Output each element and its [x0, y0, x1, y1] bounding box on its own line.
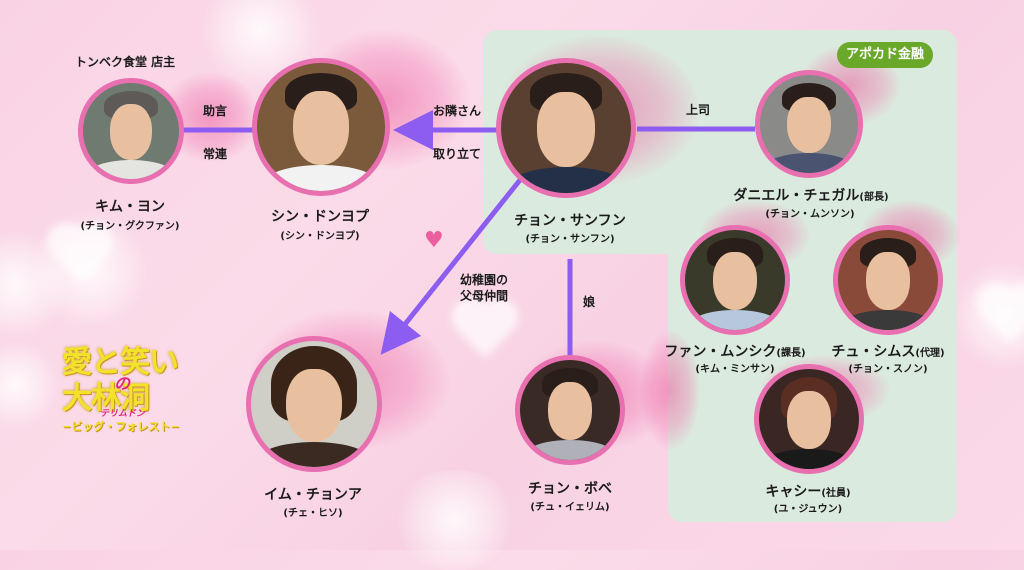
cheon-bobe-actor: (チュ・イェリム) — [530, 502, 610, 513]
portrait-face — [109, 104, 153, 160]
portrait-face — [548, 382, 592, 440]
portrait-shirt — [263, 165, 379, 191]
chu-shimsu-name: チュ・シムス(代理) — [831, 341, 944, 361]
fan-munshik-name-text: ファン・ムンシク — [664, 344, 777, 360]
logo-subtitle: −ビッグ・フォレスト− — [62, 420, 180, 433]
bokeh-light — [390, 470, 520, 570]
relation-collection: 取り立て — [433, 147, 482, 161]
cathy-portrait[interactable] — [754, 364, 864, 474]
kim-yong-portrait[interactable] — [78, 78, 184, 184]
portrait-face — [286, 368, 342, 442]
chu-shimsu-actor: (チョン・スノン) — [848, 364, 928, 375]
cathy-name-text: キャシー — [765, 484, 822, 500]
daniel-title: (部長) — [859, 192, 889, 203]
fan-munshik-portrait[interactable] — [680, 225, 790, 335]
kim-yong-role: トンベク食堂 店主 — [75, 55, 176, 69]
background-heart-icon — [450, 300, 520, 370]
kim-yong-name: キム・ヨン — [95, 199, 165, 215]
portrait-face — [537, 91, 595, 167]
im-jeonga-name: イム・チョンア — [264, 487, 362, 503]
logo-line1: 愛と笑い — [62, 345, 179, 380]
chu-shimsu-name-text: チュ・シムス — [831, 344, 916, 360]
cathy-name: キャシー(社員) — [765, 481, 850, 501]
bokeh-light — [0, 340, 60, 430]
cathy-title: (社員) — [821, 488, 851, 499]
relation-advice: 助言 — [203, 104, 228, 118]
portrait-face — [787, 96, 831, 154]
company-badge: アポカド金融 — [837, 42, 934, 68]
im-jeonga-actor: (チェ・ヒソ) — [283, 508, 343, 519]
fan-munshik-actor: (キム・ミンサン) — [695, 364, 775, 375]
fan-munshik-title: (課長) — [776, 348, 806, 359]
chu-shimsu-portrait[interactable] — [833, 225, 943, 335]
relation-kindergarten-line2: 父母仲間 — [460, 289, 509, 303]
portrait-shirt — [843, 310, 933, 330]
daniel-portrait[interactable] — [755, 70, 863, 178]
portrait-face — [713, 252, 757, 310]
portrait-shirt — [257, 441, 371, 467]
chu-shimsu-title: (代理) — [915, 348, 945, 359]
portrait-face — [866, 252, 910, 310]
daniel-actor: (チョン・ムンソン) — [765, 209, 855, 220]
portrait-shirt — [507, 167, 625, 193]
relation-kindergarten-parents: 幼稚園の 父母仲間 — [460, 272, 508, 304]
cheon-sanfun-portrait[interactable] — [496, 58, 636, 198]
portrait-face — [787, 391, 831, 449]
cheon-sanfun-actor: (チョン・サンフン) — [525, 234, 615, 245]
kim-yong-actor: (チョン・グクファン) — [80, 221, 180, 232]
relation-neighbor: お隣さん — [433, 104, 482, 118]
portrait-face — [292, 91, 350, 166]
logo-line2: 大林洞 — [62, 381, 150, 416]
cheon-sanfun-name: チョン・サンフン — [514, 213, 626, 229]
relation-daughter: 娘 — [583, 295, 596, 309]
cheon-bobe-portrait[interactable] — [515, 355, 625, 465]
daniel-name: ダニエル・チェガル(部長) — [733, 185, 888, 205]
relation-regular: 常連 — [203, 147, 228, 161]
background-heart-icon — [45, 225, 115, 295]
portrait-shirt — [690, 310, 780, 330]
im-jeonga-portrait[interactable] — [246, 336, 382, 472]
cathy-actor: (ユ・ジュウン) — [773, 504, 843, 515]
heart-icon: ♥ — [424, 228, 444, 253]
shin-dongyeob-portrait[interactable] — [252, 58, 390, 196]
portrait-shirt — [764, 153, 854, 173]
shin-dongyeob-name: シン・ドンヨプ — [271, 209, 369, 225]
cheon-bobe-name: チョン・ボベ — [528, 481, 612, 497]
logo-no: の — [114, 374, 131, 393]
background-heart-icon — [975, 285, 1024, 355]
portrait-shirt — [764, 449, 854, 469]
portrait-shirt — [87, 159, 175, 179]
relation-boss: 上司 — [686, 103, 711, 117]
relation-kindergarten-line1: 幼稚園の — [460, 273, 509, 287]
daniel-name-text: ダニエル・チェガル — [733, 188, 860, 204]
shin-dongyeob-actor: (シン・ドンヨプ) — [280, 231, 360, 242]
portrait-shirt — [525, 440, 615, 460]
show-logo: 愛と笑い の 大林洞 テリムドン −ビッグ・フォレスト− — [62, 348, 202, 434]
fan-munshik-name: ファン・ムンシク(課長) — [664, 341, 805, 361]
logo-ruby: テリムドン — [100, 409, 146, 419]
